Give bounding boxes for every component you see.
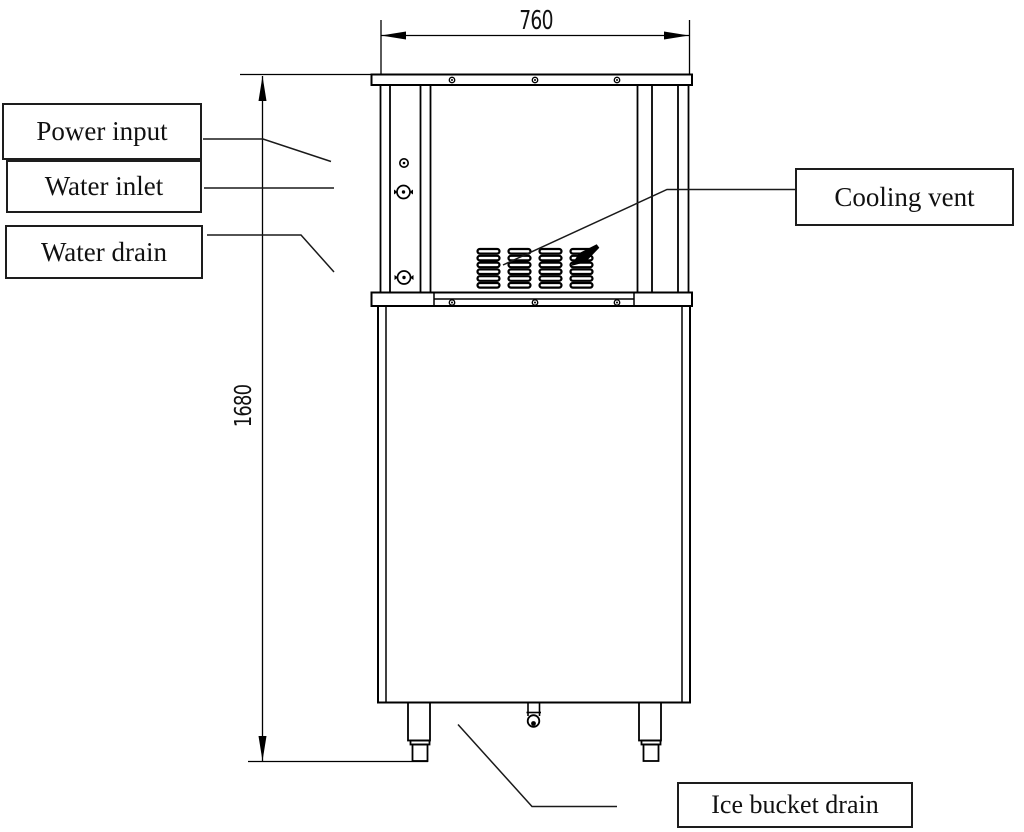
screw-center [534,79,536,81]
water-inlet-label: Water inlet [6,160,202,213]
vent-slot [507,261,532,269]
leader-lines [203,138,795,808]
vent-slot [569,281,594,289]
vent-slot [538,281,563,289]
water-drain-connector [394,270,414,285]
machine-outline [370,73,693,704]
water-drain-leader [207,234,335,273]
upper-left-channel [379,85,432,293]
vent-slot [476,281,501,289]
cooling-vent-slots [476,247,594,289]
ice-bucket-drain-label: Ice bucket drain [677,782,913,828]
screws [448,76,621,306]
vent-slot [507,275,532,282]
vent-slot [538,247,563,255]
screw-center [616,301,618,304]
height-dimension [240,73,428,763]
vent-slot [569,275,594,282]
width-dimension-text: 760 [519,6,553,36]
vent-slot [569,268,594,276]
ice-bucket-drain-leader [457,723,617,808]
vent-slot [538,261,563,269]
vent-slot [476,268,501,276]
vent-slot [538,254,563,262]
water-drain-label: Water drain [5,225,203,279]
vent-slot [538,275,563,282]
airflow-arrow [571,244,600,266]
vent-slot [476,254,501,262]
cooling-vent-leader [502,188,795,266]
lower-cabinet [377,305,691,704]
vent-slot [538,268,563,276]
vent-slot [476,275,501,282]
power-input-label: Power input [2,103,202,160]
width-dimension [380,20,691,74]
right-leg [638,701,662,762]
vent-slot [476,247,501,255]
screw-center [616,79,618,81]
drain-pipe [526,702,541,728]
left-leg [407,701,431,762]
screw-center [451,79,453,81]
top-rail [370,73,693,86]
power-input-connector [398,158,409,169]
vent-slot [507,281,532,289]
vent-slot [507,247,532,255]
water-inlet-connector [394,184,413,200]
screw-center [451,301,453,304]
power-input-leader [203,138,332,163]
cooling-vent-label: Cooling vent [795,168,1014,226]
height-dimension-text: 1680 [231,384,257,428]
vent-slot [476,261,501,269]
vent-slot [507,268,532,276]
screw-center [534,301,536,304]
